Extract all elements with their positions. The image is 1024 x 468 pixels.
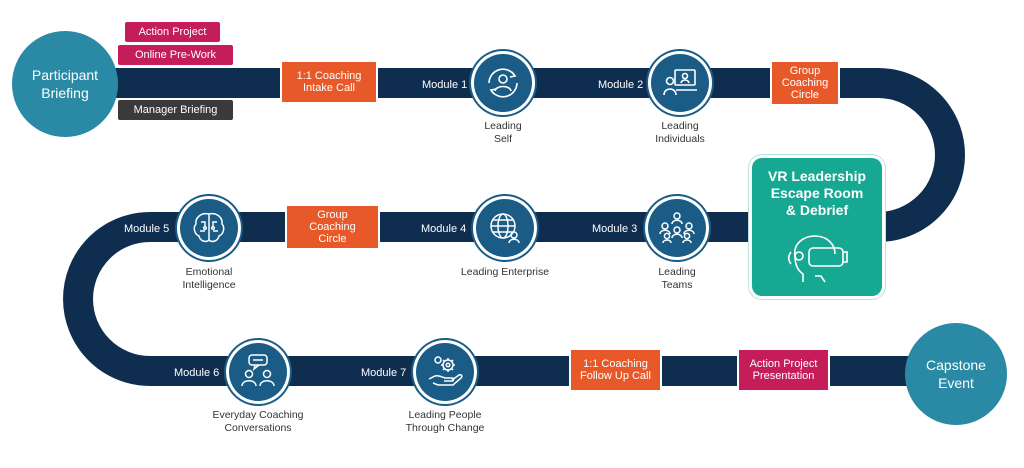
module-1-caption: Leading Self xyxy=(484,120,522,145)
module-6-caption: Everyday Coaching Conversations xyxy=(212,409,304,434)
module-5-label: Module 5 xyxy=(124,223,170,235)
module-6-node xyxy=(229,343,287,401)
action-project-tag: Action Project xyxy=(125,22,220,42)
module-2-node xyxy=(651,54,709,112)
capstone-event-label: Capstone Event xyxy=(926,357,986,391)
online-prework-tag: Online Pre-Work xyxy=(118,45,233,65)
coaching-intake-call-tag: 1:1 Coaching Intake Call xyxy=(280,60,378,104)
module-4-node xyxy=(476,199,534,257)
group-coaching-circle-tag-2: Group Coaching Circle xyxy=(285,204,380,250)
module-5-caption: Emotional Intelligence xyxy=(182,266,236,291)
globe-icon xyxy=(490,213,520,244)
module-4-label: Module 4 xyxy=(421,223,467,235)
participant-briefing-circle: Participant Briefing xyxy=(12,31,118,137)
group-coaching-circle-tag-1: Group Coaching Circle xyxy=(770,60,840,106)
team-icon xyxy=(659,212,695,244)
module-2-label: Module 2 xyxy=(598,79,644,91)
module-4-caption: Leading Enterprise xyxy=(460,266,550,278)
module-7-label: Module 7 xyxy=(361,367,407,379)
individual-icon xyxy=(663,69,697,96)
module-1-node xyxy=(474,54,532,112)
module-3-caption: Leading Teams xyxy=(658,266,696,291)
module-3-label: Module 3 xyxy=(592,223,638,235)
coaching-follow-up-call-tag: 1:1 Coaching Follow Up Call xyxy=(569,348,662,392)
vr-headset-icon xyxy=(787,235,848,283)
module-7-node xyxy=(416,343,474,401)
module-5-node xyxy=(180,199,238,257)
capstone-event-circle: Capstone Event xyxy=(905,323,1007,425)
module-2-caption: Leading Individuals xyxy=(655,120,705,145)
module-6-label: Module 6 xyxy=(174,367,220,379)
brain-icon xyxy=(193,212,225,243)
manager-briefing-tag: Manager Briefing xyxy=(118,100,233,120)
vr-escape-room-box: VR Leadership Escape Room & Debrief xyxy=(752,158,882,296)
module-7-caption: Leading People Through Change xyxy=(405,409,485,434)
conversation-icon xyxy=(241,354,275,387)
module-1-label: Module 1 xyxy=(422,79,468,91)
vr-escape-room-title: VR Leadership Escape Room & Debrief xyxy=(767,168,867,218)
action-project-presentation-tag: Action Project Presentation xyxy=(737,348,830,392)
participant-briefing-label: Participant Briefing xyxy=(31,67,99,101)
module-3-node xyxy=(648,199,706,257)
self-icon xyxy=(488,68,518,98)
change-icon xyxy=(428,356,463,386)
